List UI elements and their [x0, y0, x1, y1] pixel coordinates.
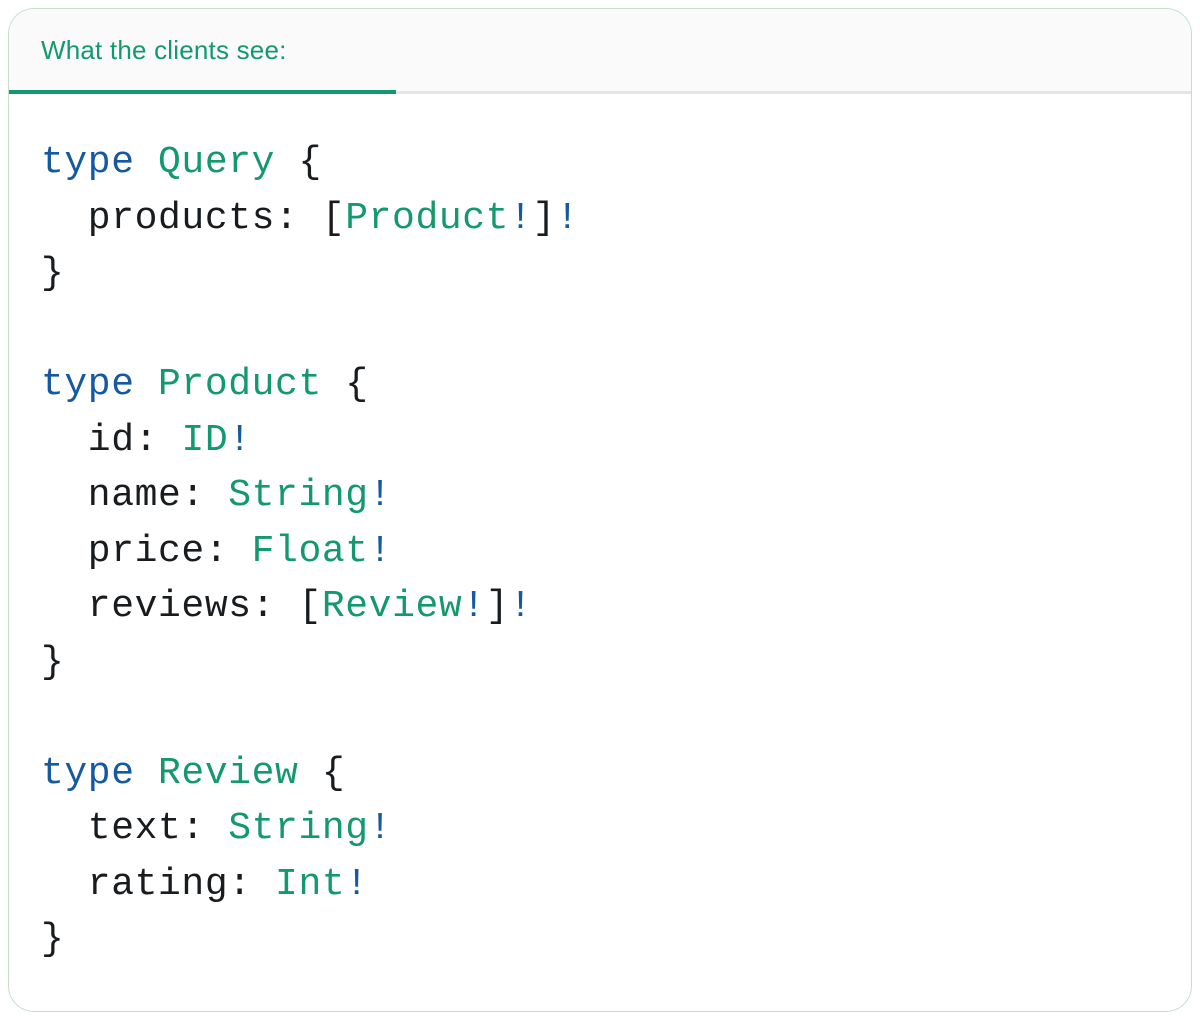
code-token: type: [41, 363, 135, 406]
code-panel: What the clients see: type Query { produ…: [8, 8, 1192, 1012]
code-token: !: [509, 585, 533, 628]
code-token: rating:: [41, 862, 276, 906]
code-token: id:: [41, 418, 182, 462]
panel-header: What the clients see:: [9, 9, 1191, 94]
code-token: {: [321, 363, 369, 406]
code-token: String: [228, 807, 369, 850]
tab-label: What the clients see:: [41, 34, 287, 65]
code-token: ID: [181, 418, 229, 462]
code-token: !: [368, 474, 393, 517]
code-token: ]: [485, 585, 510, 628]
code-token: !: [509, 196, 533, 240]
code-token: Query: [158, 141, 276, 184]
code-token: !: [368, 529, 393, 573]
code-token: {: [275, 141, 322, 184]
active-tab-indicator: [9, 90, 396, 94]
code-token: text:: [41, 807, 229, 850]
tab-what-clients-see[interactable]: What the clients see:: [41, 9, 287, 91]
code-token: [135, 141, 158, 184]
code-token: Float: [251, 529, 369, 573]
code-token: ]: [532, 196, 556, 240]
code-token: !: [368, 807, 393, 850]
code-token: !: [345, 862, 369, 906]
code-token: name:: [41, 474, 229, 517]
code-token: type: [41, 751, 135, 795]
code-token: products: [: [41, 196, 346, 240]
code-token: type: [41, 141, 135, 184]
code-token: price:: [41, 529, 252, 573]
code-token: [135, 752, 158, 795]
code-token: reviews: [: [41, 585, 322, 628]
code-token: [135, 363, 158, 406]
code-token: String: [228, 474, 369, 517]
code-token: Product: [345, 196, 510, 240]
code-token: Review: [158, 751, 299, 795]
code-token: {: [298, 751, 346, 795]
code-token: }: [41, 640, 65, 684]
code-token: }: [41, 252, 65, 295]
code-token: Review: [321, 585, 463, 628]
code-block: type Query { products: [Product!]! } typ…: [9, 94, 1191, 968]
code-token: Int: [275, 862, 346, 906]
code-token: !: [555, 196, 580, 240]
code-token: Product: [158, 363, 322, 406]
code-token: !: [462, 585, 486, 628]
code-token: !: [228, 418, 252, 462]
code-token: }: [41, 918, 65, 961]
